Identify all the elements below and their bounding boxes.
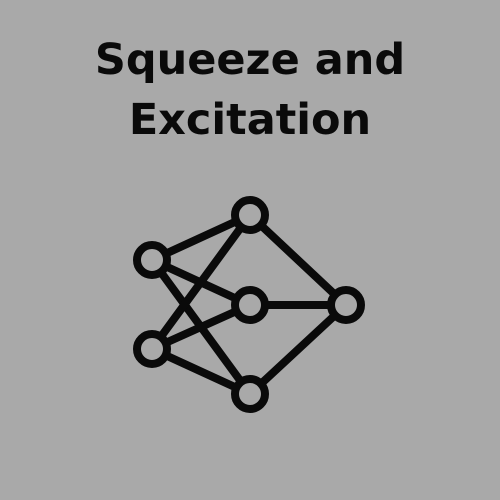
title-line-2: Excitation <box>128 95 372 145</box>
edge <box>246 211 350 309</box>
page-title: Squeeze and Excitation <box>0 30 500 150</box>
edge <box>148 211 254 353</box>
hidden-node <box>231 196 269 234</box>
hidden-node <box>231 375 269 413</box>
input-node <box>133 241 171 279</box>
input-node <box>133 330 171 368</box>
title-line-1: Squeeze and <box>94 35 406 85</box>
edge <box>246 301 350 398</box>
hidden-node <box>231 286 269 324</box>
output-node <box>327 286 365 324</box>
